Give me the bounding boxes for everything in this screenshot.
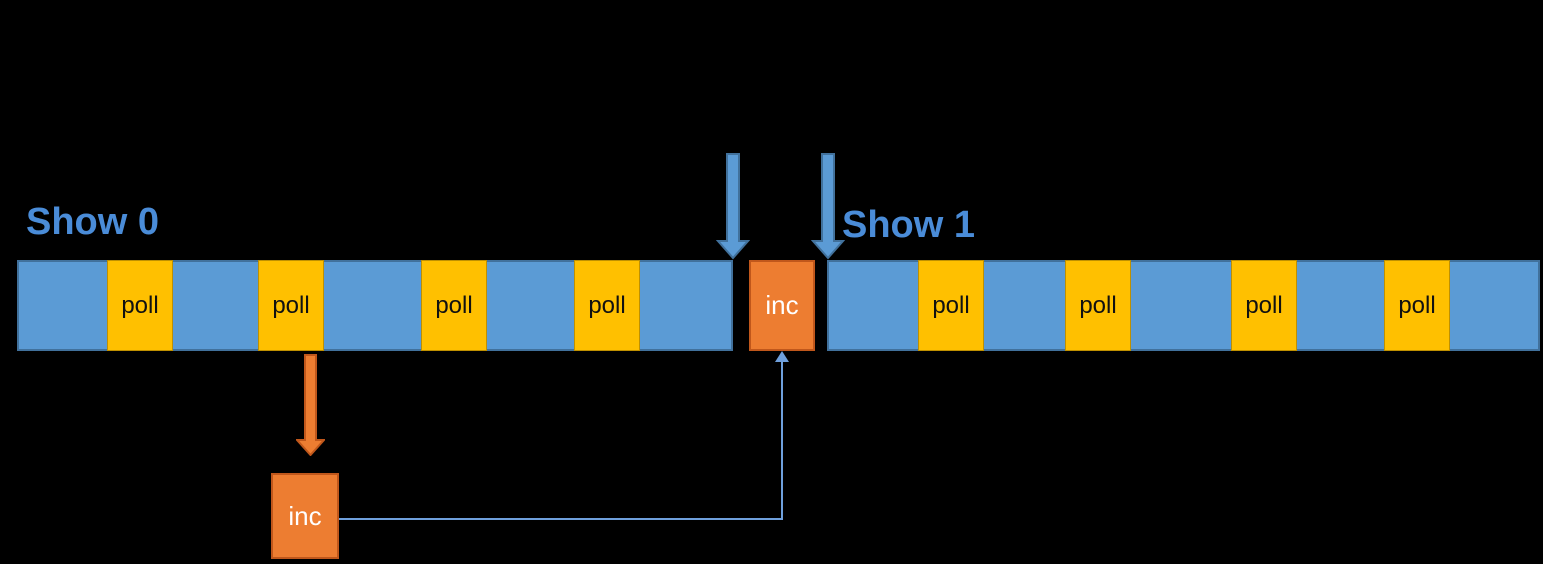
poll-block: poll [421, 260, 487, 351]
poll-block: poll [1384, 260, 1450, 351]
poll-block: poll [574, 260, 640, 351]
inc-connector-vertical-line [781, 361, 783, 520]
poll-block: poll [1231, 260, 1297, 351]
inc-inline-block: inc [749, 260, 815, 351]
inc-connector-up-arrow-icon [775, 351, 789, 362]
show1-label: Show 1 [842, 204, 976, 246]
inc-below-block: inc [271, 473, 339, 559]
poll-block: poll [1065, 260, 1131, 351]
poll-block: poll [918, 260, 984, 351]
poll-block: poll [258, 260, 324, 351]
inc-connector-horizontal-line [339, 518, 783, 520]
show0-end-down-arrow-icon [716, 153, 750, 260]
poll-block: poll [107, 260, 173, 351]
show0-label: Show 0 [26, 201, 160, 243]
show1-start-down-arrow-icon [811, 153, 845, 260]
poll-to-inc-down-arrow-icon [296, 354, 325, 456]
